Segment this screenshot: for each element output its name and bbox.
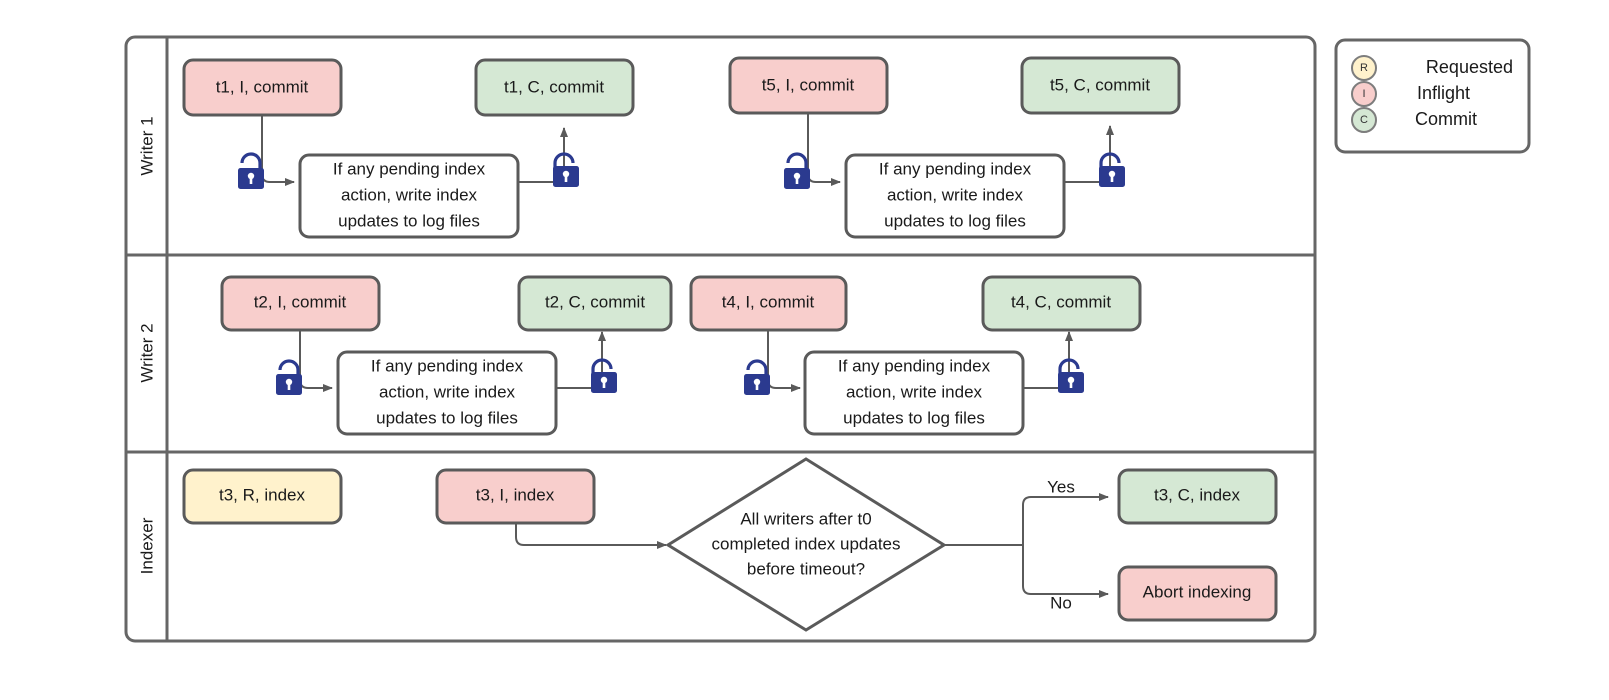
commit-badge-glyph: C (1360, 114, 1368, 126)
lock-closed-icon (238, 152, 264, 189)
node-label: t4, C, commit (1011, 292, 1111, 311)
lane-label-text: Indexer (137, 517, 156, 574)
node-rect[interactable] (336, 350, 558, 436)
edge-label-no: No (1050, 593, 1072, 612)
process-line-2: action, write index (887, 185, 1024, 204)
legend-box (1334, 38, 1531, 154)
legend-item-inflight: I Inflight (1351, 81, 1470, 107)
lock-closed-icon (276, 359, 302, 395)
node-rect[interactable] (474, 58, 635, 117)
node-rect[interactable] (689, 275, 848, 332)
node-indexer-t3-inflight[interactable]: t3, I, index (435, 468, 596, 525)
lock-closed-icon (744, 359, 770, 395)
inflight-badge-icon (1351, 81, 1377, 107)
node-label: t5, I, commit (762, 75, 855, 94)
node-rect[interactable] (1117, 565, 1278, 622)
node-rect[interactable] (435, 468, 596, 525)
node-label: t1, I, commit (216, 77, 309, 96)
legend-label-commit: Commit (1415, 109, 1477, 129)
node-rect[interactable] (298, 153, 520, 239)
node-w1-t1-commit[interactable]: t1, C, commit (474, 58, 635, 117)
lock-open-icon (591, 358, 617, 393)
requested-badge-icon (1351, 55, 1377, 81)
process-line-1: If any pending index (333, 159, 486, 178)
lane-label-writer-1: Writer 1 (137, 116, 156, 175)
process-line-3: updates to log files (376, 408, 518, 427)
commit-badge-icon (1351, 107, 1377, 133)
node-rect[interactable] (1117, 468, 1278, 525)
node-indexer-t3-commit[interactable]: t3, C, index (1117, 468, 1278, 525)
process-line-3: updates to log files (338, 211, 480, 230)
legend: R Requested I Inflight C Commit (1334, 38, 1531, 154)
node-rect[interactable] (844, 153, 1066, 239)
decision-line-3: before timeout? (747, 559, 865, 578)
node-rect[interactable] (517, 275, 673, 332)
decision-line-2: completed index updates (711, 534, 900, 553)
node-indexer-abort[interactable]: Abort indexing (1117, 565, 1278, 622)
lock-open-icon (553, 152, 579, 187)
node-rect[interactable] (182, 58, 343, 117)
node-w2-t2-commit[interactable]: t2, C, commit (517, 275, 673, 332)
node-rect[interactable] (220, 275, 381, 332)
lock-open-icon (1058, 358, 1084, 393)
decision-all-writers-completed[interactable]: All writers after t0 completed index upd… (665, 457, 947, 632)
node-indexer-t3-requested[interactable]: t3, R, index (182, 468, 343, 525)
requested-badge-glyph: R (1360, 62, 1368, 74)
decision-shape[interactable] (665, 457, 947, 632)
legend-item-requested: R Requested (1351, 55, 1513, 81)
node-w2-t2-inflight[interactable]: t2, I, commit (220, 275, 381, 332)
lane-label-writer-2: Writer 2 (137, 323, 156, 382)
node-w2-t4-commit[interactable]: t4, C, commit (981, 275, 1142, 332)
edge-decision-no (1022, 545, 1109, 598)
process-w2-left[interactable]: If any pending index action, write index… (336, 350, 558, 436)
node-w2-t4-inflight[interactable]: t4, I, commit (689, 275, 848, 332)
node-label: t4, I, commit (722, 292, 815, 311)
process-line-2: action, write index (846, 382, 983, 401)
node-rect[interactable] (803, 350, 1025, 436)
node-rect[interactable] (728, 56, 889, 115)
lock-closed-icon (784, 152, 810, 189)
node-label: t2, I, commit (254, 292, 347, 311)
lane-label-text: Writer 2 (137, 323, 156, 382)
process-line-3: updates to log files (884, 211, 1026, 230)
node-w1-t5-commit[interactable]: t5, C, commit (1020, 56, 1181, 115)
node-label: t3, C, index (1154, 485, 1240, 504)
process-line-3: updates to log files (843, 408, 985, 427)
node-rect[interactable] (981, 275, 1142, 332)
process-line-1: If any pending index (838, 356, 991, 375)
lock-open-icon (1099, 152, 1125, 187)
edge-decision-yes (1022, 493, 1109, 545)
inflight-badge-glyph: I (1362, 88, 1365, 100)
process-line-2: action, write index (341, 185, 478, 204)
process-line-1: If any pending index (371, 356, 524, 375)
node-label: t3, R, index (219, 485, 305, 504)
legend-label-requested: Requested (1426, 57, 1513, 77)
process-w1-right[interactable]: If any pending index action, write index… (844, 153, 1066, 239)
process-line-1: If any pending index (879, 159, 1032, 178)
node-rect[interactable] (1020, 56, 1181, 115)
process-line-2: action, write index (379, 382, 516, 401)
process-w2-right[interactable]: If any pending index action, write index… (803, 350, 1025, 436)
node-label: t3, I, index (476, 485, 555, 504)
lane-label-indexer: Indexer (137, 517, 156, 574)
edge-t3i-to-decision (515, 523, 667, 549)
node-rect[interactable] (182, 468, 343, 525)
node-label: t5, C, commit (1050, 75, 1150, 94)
node-w1-t1-inflight[interactable]: t1, I, commit (182, 58, 343, 117)
lane-label-text: Writer 1 (137, 116, 156, 175)
process-w1-left[interactable]: If any pending index action, write index… (298, 153, 520, 239)
legend-item-commit: C Commit (1351, 107, 1477, 133)
node-label: t1, C, commit (504, 77, 604, 96)
node-w1-t5-inflight[interactable]: t5, I, commit (728, 56, 889, 115)
edge-label-yes: Yes (1047, 477, 1075, 496)
node-label: Abort indexing (1143, 582, 1252, 601)
legend-label-inflight: Inflight (1417, 83, 1470, 103)
decision-line-1: All writers after t0 (740, 509, 871, 528)
node-label: t2, C, commit (545, 292, 645, 311)
